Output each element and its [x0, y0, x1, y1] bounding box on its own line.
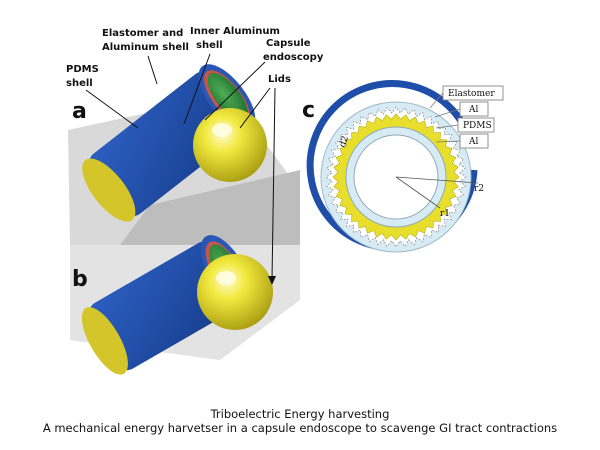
legend-elastomer: Elastomer: [448, 89, 495, 99]
caption-subtitle: A mechanical energy harvetser in a capsu…: [42, 421, 558, 435]
capsule-a-body: [89, 71, 247, 216]
panel-letter-c: c: [302, 98, 315, 123]
leader-lids-b: [271, 87, 276, 281]
legend-leader-3: [435, 124, 459, 129]
label-lids: Lids: [268, 74, 291, 85]
legend-pdms: PDMS: [463, 121, 492, 131]
label-elastomer-line2: Aluminum shell: [102, 42, 189, 53]
lid-a: [193, 108, 267, 182]
arrow-lids-b: [268, 276, 276, 285]
lid-a-highlight: [212, 123, 232, 137]
caption: Triboelectric Energy harvesting A mechan…: [0, 407, 600, 435]
panel-a-shadow-dark: [120, 170, 300, 245]
legend-leader-1: [429, 92, 444, 109]
lid-b-highlight: [216, 271, 236, 285]
annotations: Elastomer and Aluminum shell Inner Alumi…: [66, 26, 324, 285]
leader-lids-a: [239, 87, 271, 129]
r1-line: [395, 176, 441, 209]
label-capsule-line2: endoscopy: [263, 52, 324, 63]
figure: a b Elastomer and Aluminum shell Inner A…: [66, 26, 504, 375]
figure-svg: a b Elastomer and Aluminum shell Inner A…: [66, 26, 504, 375]
panel-a: a: [68, 64, 300, 245]
r1-label: r1: [440, 209, 450, 219]
capsule-a-back-lid: [82, 158, 136, 222]
caption-title: Triboelectric Energy harvesting: [210, 407, 390, 421]
panel-letter-a: a: [72, 99, 87, 124]
leader-inner-al: [183, 53, 211, 125]
panel-letter-b: b: [72, 267, 88, 292]
d2-label: d2: [338, 135, 351, 149]
label-pdms-line2: shell: [66, 78, 93, 89]
label-elastomer-line1: Elastomer and: [102, 28, 183, 39]
leader-pdms: [85, 89, 139, 129]
capsule-a: [82, 64, 256, 222]
capsule-b-back-lid: [81, 307, 128, 375]
label-capsule-line1: Capsule: [266, 38, 311, 49]
label-inner-al-line1: Inner Aluminum: [190, 26, 280, 37]
leader-capsule: [204, 61, 266, 121]
panel-c: c r1 r2 d2 Elastomer Al PDMS Al: [302, 80, 504, 253]
legend-al-outer: Al: [468, 105, 478, 115]
legend-leader-4: [435, 140, 461, 143]
label-pdms-line1: PDMS: [66, 64, 99, 75]
r2-label: r2: [474, 184, 484, 194]
legend-al-inner: Al: [468, 137, 478, 147]
lid-b: [197, 254, 273, 330]
leader-elastomer: [147, 55, 158, 85]
label-inner-al-line2: shell: [196, 40, 223, 51]
panel-b: b: [70, 235, 300, 375]
legend-leader-2: [434, 108, 461, 118]
cross-section-legend: Elastomer Al PDMS Al: [429, 85, 504, 149]
r2-line: [395, 176, 479, 184]
